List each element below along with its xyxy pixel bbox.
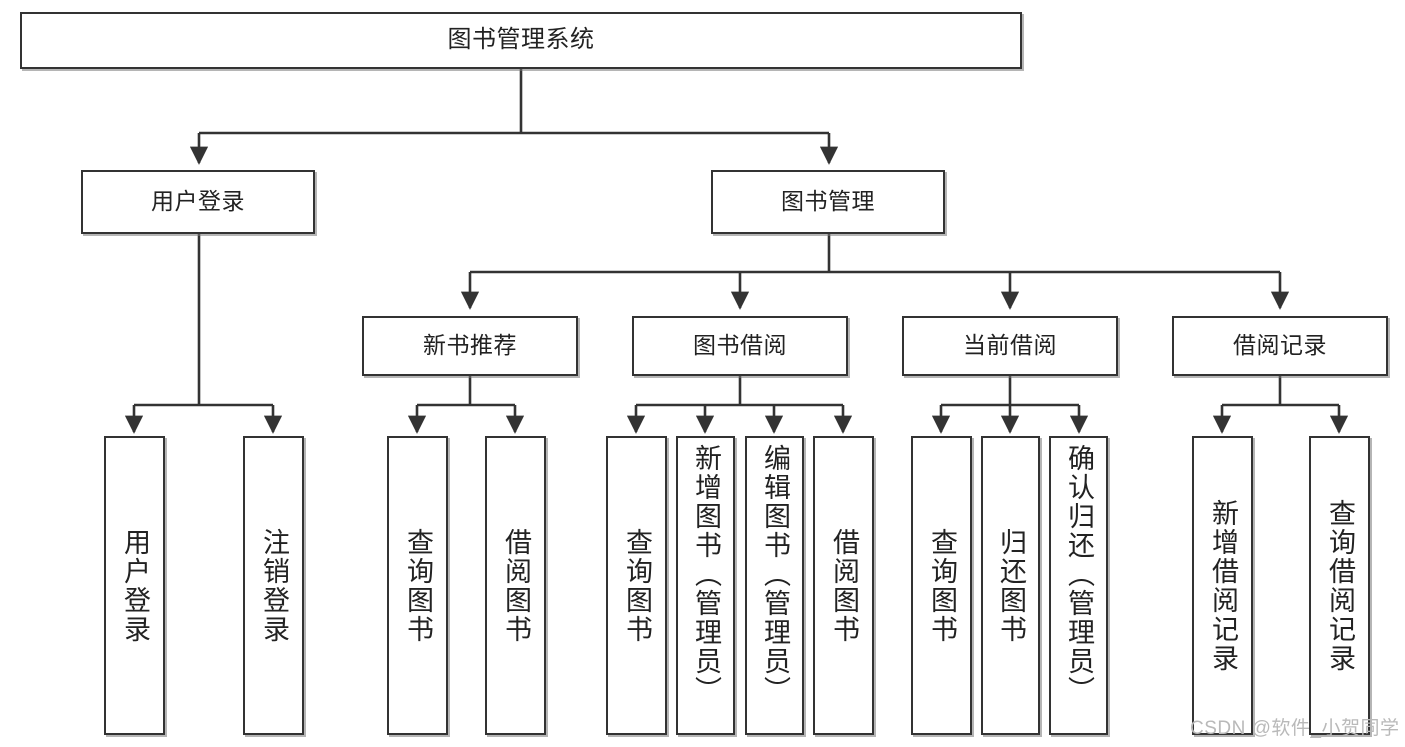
leaf-return-book-label: 归还图书	[996, 527, 1026, 644]
node-root-label: 图书管理系统	[447, 26, 595, 54]
leaf-confirm-return[interactable]: 确认归还（管理员）	[1049, 436, 1108, 735]
leaf-edit-book-label: 编辑图书（管理员）	[760, 444, 790, 705]
leaf-query-book-2[interactable]: 查询图书	[606, 436, 667, 735]
node-borrow-record-label: 借阅记录	[1233, 332, 1327, 359]
leaf-confirm-return-label: 确认归还（管理员）	[1064, 444, 1094, 705]
node-book-manage-label: 图书管理	[781, 188, 875, 215]
leaf-query-book-2-label: 查询图书	[622, 527, 652, 644]
node-new-book-recommend[interactable]: 新书推荐	[362, 316, 578, 376]
leaf-borrow-book-2-label: 借阅图书	[829, 527, 859, 644]
leaf-borrow-book-2[interactable]: 借阅图书	[813, 436, 874, 735]
leaf-borrow-book-1[interactable]: 借阅图书	[485, 436, 546, 735]
leaf-query-book-1[interactable]: 查询图书	[387, 436, 448, 735]
node-current-borrow-label: 当前借阅	[963, 332, 1057, 359]
leaf-query-record[interactable]: 查询借阅记录	[1309, 436, 1370, 735]
node-user-login[interactable]: 用户登录	[81, 170, 315, 234]
leaf-return-book[interactable]: 归还图书	[981, 436, 1040, 735]
node-borrow-record[interactable]: 借阅记录	[1172, 316, 1388, 376]
leaf-borrow-book-1-label: 借阅图书	[501, 527, 531, 644]
leaf-add-book-label: 新增图书（管理员）	[691, 444, 721, 705]
leaf-add-record[interactable]: 新增借阅记录	[1192, 436, 1253, 735]
leaf-query-book-1-label: 查询图书	[403, 527, 433, 644]
watermark-text: CSDN @软件_小贺同学	[1190, 718, 1400, 739]
leaf-user-logout[interactable]: 注销登录	[243, 436, 304, 735]
node-user-login-label: 用户登录	[151, 188, 245, 215]
node-book-borrow-label: 图书借阅	[693, 332, 787, 359]
leaf-query-book-3-label: 查询图书	[927, 527, 957, 644]
node-book-manage[interactable]: 图书管理	[711, 170, 945, 234]
node-current-borrow[interactable]: 当前借阅	[902, 316, 1118, 376]
leaf-add-record-label: 新增借阅记录	[1208, 498, 1238, 673]
leaf-user-login-label: 用户登录	[120, 527, 150, 644]
leaf-user-login[interactable]: 用户登录	[104, 436, 165, 735]
leaf-query-record-label: 查询借阅记录	[1325, 498, 1355, 673]
leaf-add-book[interactable]: 新增图书（管理员）	[676, 436, 735, 735]
node-new-book-recommend-label: 新书推荐	[423, 332, 517, 359]
node-book-borrow[interactable]: 图书借阅	[632, 316, 848, 376]
leaf-query-book-3[interactable]: 查询图书	[911, 436, 972, 735]
node-root[interactable]: 图书管理系统	[20, 12, 1022, 69]
leaf-user-logout-label: 注销登录	[259, 527, 289, 644]
leaf-edit-book[interactable]: 编辑图书（管理员）	[745, 436, 804, 735]
